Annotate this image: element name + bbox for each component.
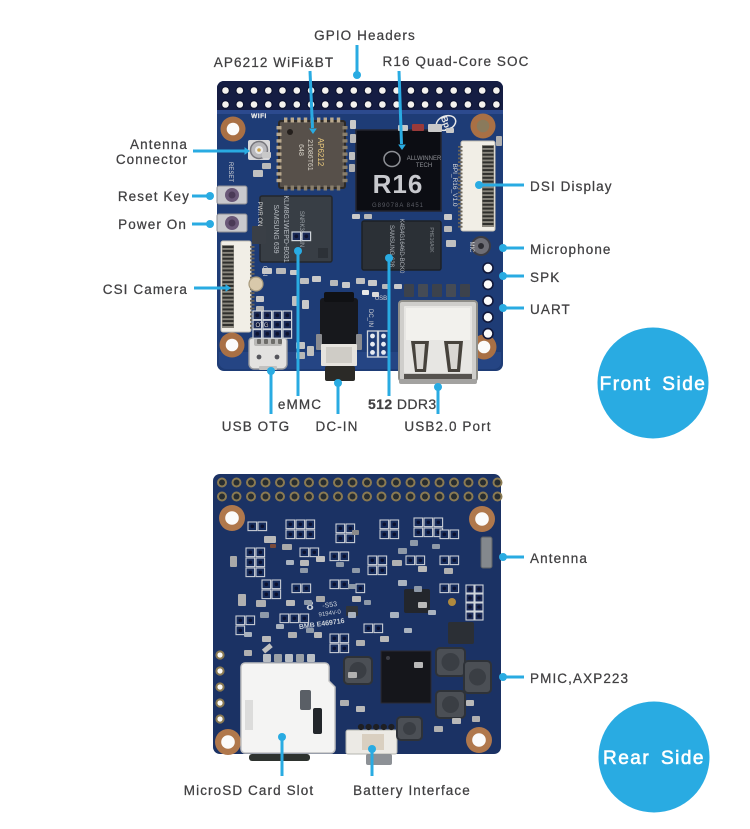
svg-text:Reset Key: Reset Key bbox=[118, 189, 190, 204]
svg-text:21086T61: 21086T61 bbox=[306, 139, 313, 171]
svg-text:PMIC,AXP223: PMIC,AXP223 bbox=[530, 671, 629, 686]
svg-text:CSI Camera: CSI Camera bbox=[103, 282, 188, 297]
svg-text:Rear Side: Rear Side bbox=[603, 748, 705, 769]
svg-text:USB2.0 Port: USB2.0 Port bbox=[404, 419, 491, 434]
svg-text:G89078A 8451: G89078A 8451 bbox=[372, 203, 424, 209]
svg-text:SAMSUNG 628: SAMSUNG 628 bbox=[388, 225, 394, 268]
svg-text:UART: UART bbox=[530, 302, 571, 317]
svg-text:SNRK35NNN: SNRK35NNN bbox=[298, 211, 304, 247]
svg-text:K4B4G1646D-BCK0: K4B4G1646D-BCK0 bbox=[398, 219, 404, 274]
svg-text:AP6212 WiFi&BT: AP6212 WiFi&BT bbox=[214, 55, 334, 70]
svg-text:Microphone: Microphone bbox=[530, 242, 612, 257]
svg-text:KLM8G1WEPD-B031: KLM8G1WEPD-B031 bbox=[282, 195, 289, 262]
svg-text:AP6212: AP6212 bbox=[316, 138, 325, 167]
svg-text:SAMSUNG 639: SAMSUNG 639 bbox=[272, 204, 279, 253]
svg-text:648: 648 bbox=[297, 144, 304, 156]
svg-text:RESET: RESET bbox=[227, 162, 233, 182]
svg-text:R16 Quad-Core SOC: R16 Quad-Core SOC bbox=[382, 54, 529, 69]
svg-text:USB OTG: USB OTG bbox=[222, 419, 290, 434]
svg-text:DSI Display: DSI Display bbox=[530, 179, 613, 194]
svg-text:PWR ON: PWR ON bbox=[256, 202, 262, 227]
svg-text:DC-IN: DC-IN bbox=[316, 419, 359, 434]
svg-text:9194V-0: 9194V-0 bbox=[318, 609, 342, 618]
svg-text:Antenna: Antenna bbox=[530, 551, 588, 566]
svg-text:Battery Interface: Battery Interface bbox=[353, 783, 471, 798]
svg-text:DC_IN: DC_IN bbox=[367, 309, 373, 327]
svg-text:eMMC: eMMC bbox=[278, 397, 322, 412]
svg-text:Bpi: Bpi bbox=[439, 114, 453, 131]
svg-text:USB: USB bbox=[375, 296, 387, 302]
svg-text:Front Side: Front Side bbox=[600, 374, 707, 395]
svg-text:WIFI: WIFI bbox=[251, 113, 267, 120]
svg-text:-S53: -S53 bbox=[322, 601, 338, 610]
svg-text:R16: R16 bbox=[373, 169, 424, 199]
svg-text:Antenna: Antenna bbox=[130, 137, 188, 152]
svg-text:SPK: SPK bbox=[530, 270, 560, 285]
svg-text:MIC: MIC bbox=[468, 242, 474, 254]
svg-text:8: 8 bbox=[306, 598, 313, 613]
svg-text:OTG: OTG bbox=[256, 323, 269, 329]
svg-text:MicroSD Card Slot: MicroSD Card Slot bbox=[184, 783, 314, 798]
svg-text:Power On: Power On bbox=[118, 217, 187, 232]
svg-text:PHE16A0K: PHE16A0K bbox=[428, 227, 434, 253]
svg-text:512 DDR3: 512 DDR3 bbox=[368, 396, 437, 412]
svg-text:Connector: Connector bbox=[116, 152, 188, 167]
svg-text:GPIO Headers: GPIO Headers bbox=[314, 28, 416, 43]
svg-text:ALLWINNER: ALLWINNER bbox=[407, 156, 442, 162]
svg-text:TECH: TECH bbox=[416, 163, 432, 169]
svg-text:BPI_R16_V1.0: BPI_R16_V1.0 bbox=[451, 163, 458, 206]
